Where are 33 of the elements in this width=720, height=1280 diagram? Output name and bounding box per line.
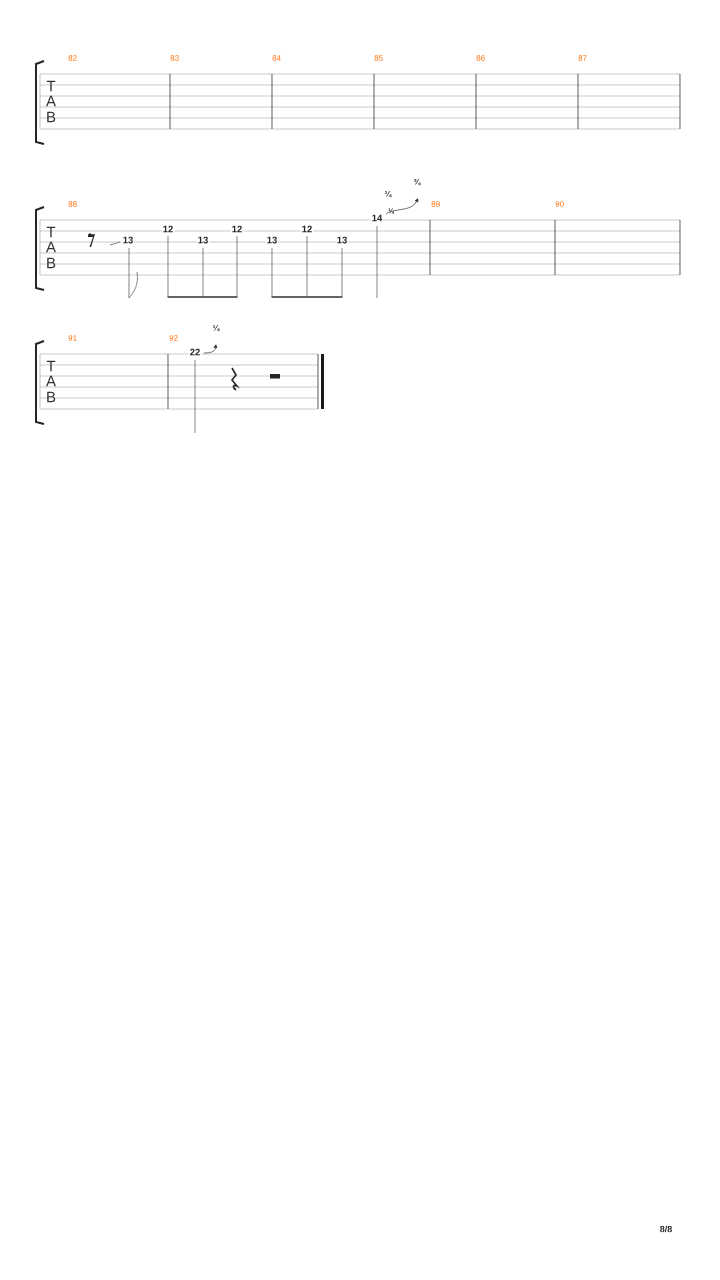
bend-amount: ¾ [414, 178, 421, 186]
tab-clef-letter: A [46, 241, 56, 253]
fret-number: 13 [121, 235, 135, 245]
measure-number: 85 [374, 55, 383, 61]
fret-number: 12 [230, 224, 244, 234]
measure-number: 91 [68, 335, 77, 341]
measure-number: 83 [170, 55, 179, 61]
bend-amount: ¼ [213, 324, 220, 332]
tab-clef-letter: B [47, 391, 56, 403]
page-number: 8/8 [660, 1225, 672, 1233]
measure-number: 86 [476, 55, 485, 61]
fret-number: 13 [265, 235, 279, 245]
measure-number: 89 [431, 201, 440, 207]
fret-number: 12 [300, 224, 314, 234]
measure-number: 90 [555, 201, 564, 207]
measure-number: 82 [68, 55, 77, 61]
tab-clef-letter: A [46, 375, 56, 387]
measure-number: 92 [169, 335, 178, 341]
measure-number: 88 [68, 201, 77, 207]
fret-number: 13 [335, 235, 349, 245]
fret-number: 12 [161, 224, 175, 234]
measure-number: 84 [272, 55, 281, 61]
tab-clef-letter: A [46, 95, 56, 107]
tab-clef-letter: T [46, 360, 56, 372]
tab-clef-letter: T [46, 80, 56, 92]
tab-clef-letter: T [46, 226, 56, 238]
fret-number: 22 [188, 347, 202, 357]
fret-number: 13 [196, 235, 210, 245]
tab-clef-letter: B [47, 111, 56, 123]
fret-number: 14 [370, 213, 384, 223]
bend-amount: ¼ [385, 190, 392, 198]
measure-number: 87 [578, 55, 587, 61]
tab-clef-letter: B [47, 257, 56, 269]
